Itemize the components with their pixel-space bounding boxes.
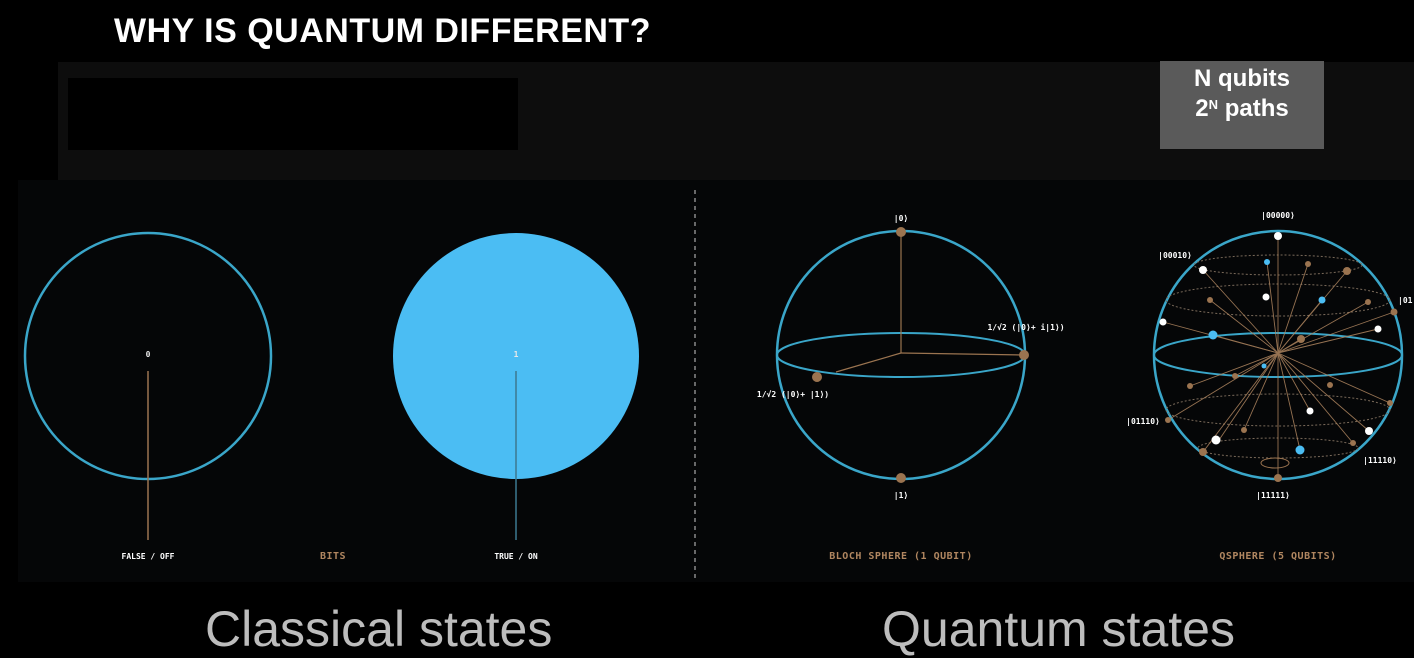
true-on-label: TRUE / ON (494, 552, 538, 561)
qsphere-upper-left-state: |00010⟩ (1158, 251, 1192, 260)
bloch-right-state: 1/√2 (|0⟩+ i|1⟩) (987, 322, 1064, 332)
bloch-bottom-state: |1⟩ (894, 491, 908, 500)
bloch-top-state: |0⟩ (894, 214, 908, 223)
bloch-node-left (812, 372, 822, 382)
classical-states-caption: Classical states (205, 601, 553, 657)
bloch-node-top (896, 227, 906, 237)
false-off-label: FALSE / OFF (122, 552, 175, 561)
bit-zero-value: 0 (146, 350, 151, 359)
qsphere-lower-right-state: |11110⟩ (1363, 456, 1397, 465)
quantum-states-caption: Quantum states (882, 601, 1235, 657)
qsphere-top-state: |00000⟩ (1261, 211, 1295, 220)
bit-one-value: 1 (514, 350, 519, 359)
badge-line-1: N qubits (1194, 65, 1290, 92)
bits-label: BITS (320, 551, 346, 562)
diagram-panel (18, 180, 1414, 582)
badge-line-2: 2N paths (1195, 95, 1289, 122)
qsphere-right-state: |01 (1398, 296, 1413, 305)
bloch-node-right (1019, 350, 1029, 360)
bloch-left-state: 1/√2 (|0⟩+ |1⟩) (757, 390, 829, 399)
bloch-sphere (775, 227, 1029, 483)
qsphere-left-state: |01110⟩ (1126, 417, 1160, 426)
bit-one-circle (393, 233, 639, 479)
slide-title: WHY IS QUANTUM DIFFERENT? (114, 12, 651, 50)
qsphere (1152, 229, 1404, 482)
qsphere-bottom-state: |11111⟩ (1256, 491, 1290, 500)
bloch-node-bottom (896, 473, 906, 483)
redacted-block (68, 78, 518, 150)
bloch-label: BLOCH SPHERE (1 QUBIT) (829, 551, 972, 562)
qsphere-label: QSPHERE (5 QUBITS) (1219, 551, 1336, 562)
qubits-paths-badge: N qubits 2N paths (1160, 61, 1324, 149)
